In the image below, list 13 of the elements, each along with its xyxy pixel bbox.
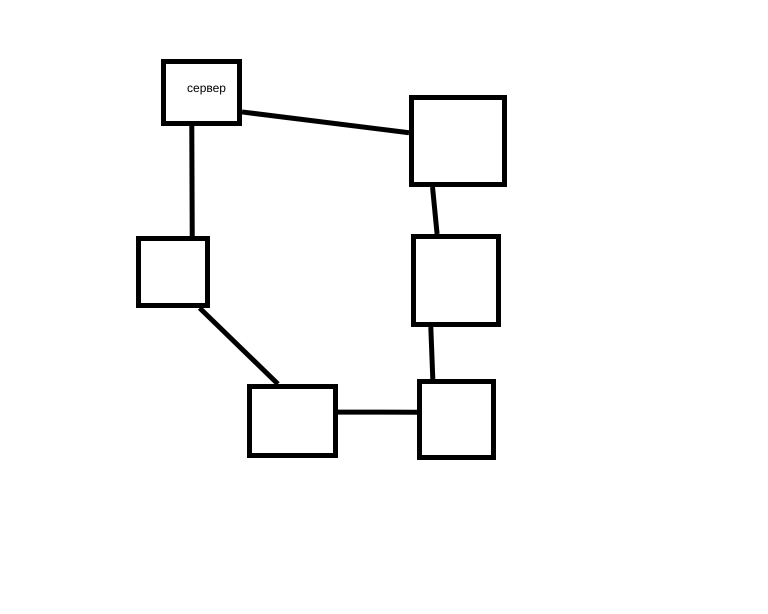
connector-line [430,186,440,234]
connector-line [189,126,195,236]
node-box [411,234,501,327]
node-box [247,384,338,458]
server-box [161,59,242,126]
connector-line [338,410,417,415]
connector-line [198,306,280,386]
node-box [136,236,210,308]
connector-line [428,326,436,380]
node-label: сервер [187,81,226,95]
node-box [409,95,507,187]
node-box [417,379,496,460]
connector-line [242,109,410,136]
